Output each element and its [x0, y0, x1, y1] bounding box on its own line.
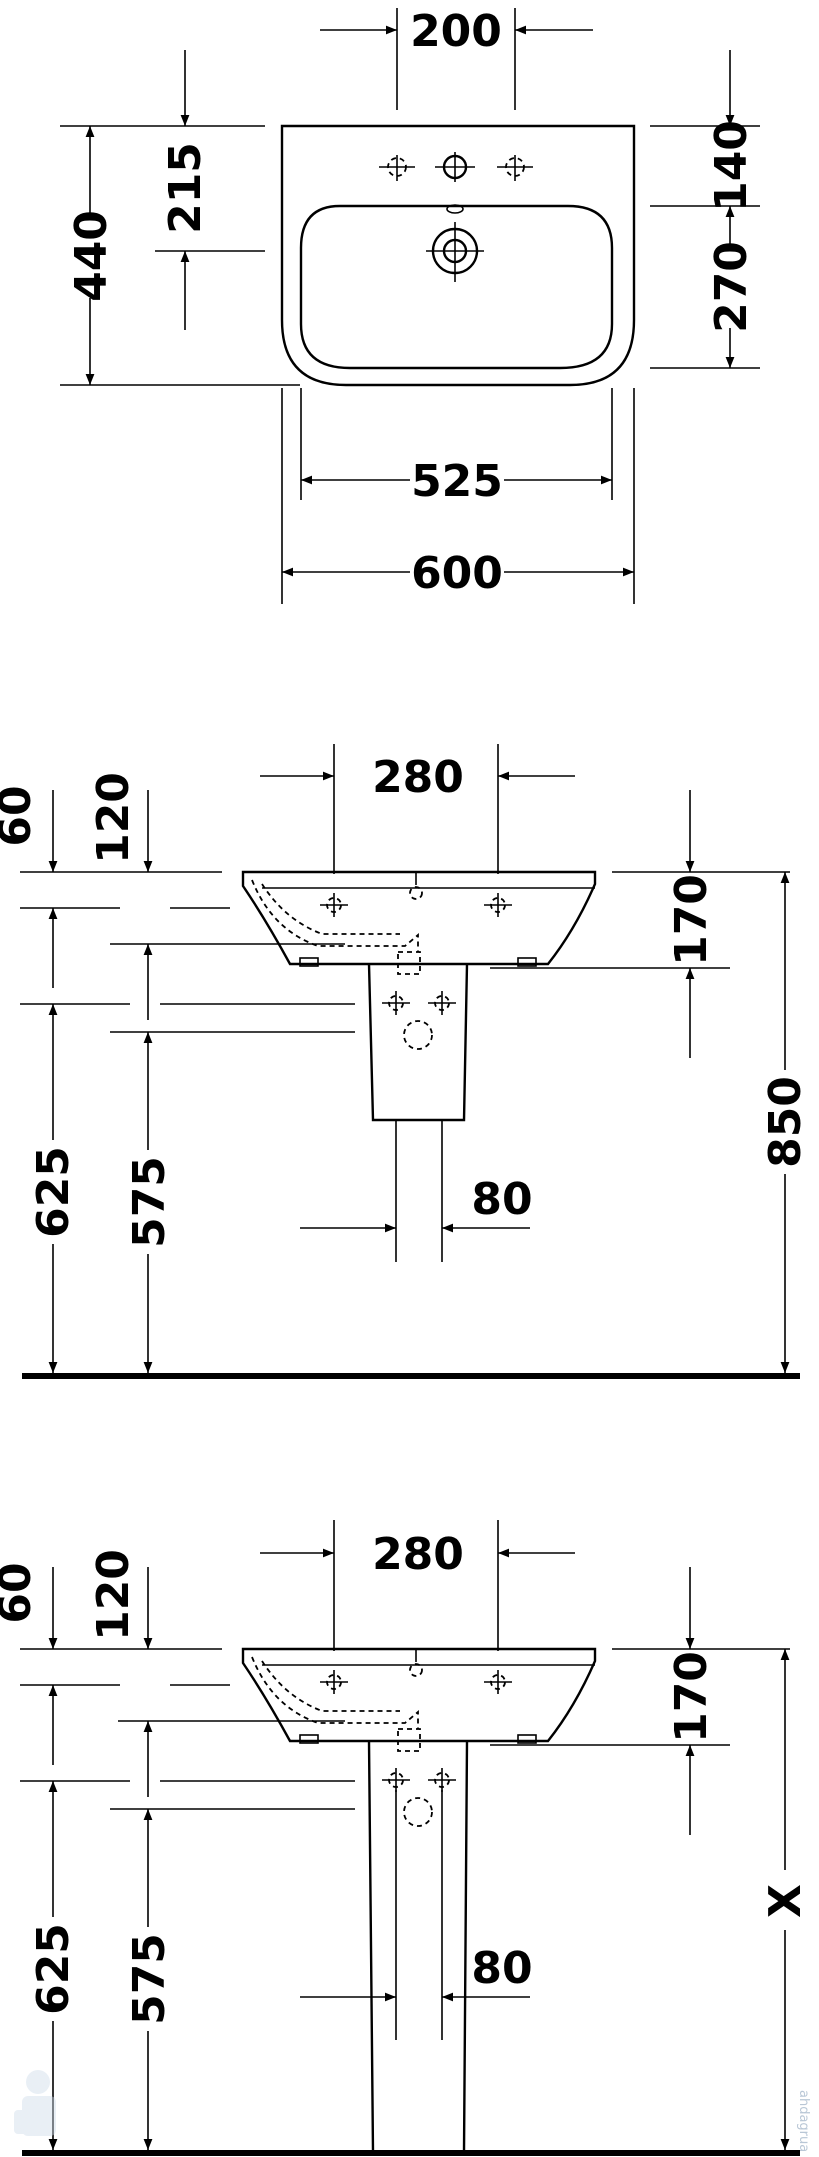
fixing-bolt-right-icon-2 [484, 1670, 512, 1694]
side-view-semi-pedestal: 280 60 120 625 575 [0, 744, 811, 1379]
watermark-logo-icon [14, 2070, 56, 2136]
dim-label-170-a: 170 [666, 874, 717, 966]
dim-tap-spacing: 200 [320, 6, 593, 110]
tap-hole-left-icon [379, 155, 415, 181]
pedestal-fixing-icon-2 [382, 1768, 456, 1827]
dim-label-525: 525 [411, 456, 503, 507]
dim-label-575-a: 575 [124, 1156, 175, 1248]
dim-wall-fix-spacing-1: 280 [260, 744, 575, 874]
tap-hole-center-icon [435, 152, 475, 182]
dim-label-280-a: 280 [372, 752, 464, 803]
dim-label-60-b: 60 [0, 1562, 41, 1623]
fixing-bolt-left-icon [320, 893, 348, 917]
dim-fix-height-575-1: 575 [124, 1032, 175, 1373]
top-view: 200 440 215 140 270 [60, 6, 760, 604]
drain-icon [426, 204, 484, 282]
dim-front-height-1: 170 [490, 790, 790, 1058]
dim-fix-offset-2: 120 [88, 1549, 153, 1797]
dim-label-200: 200 [410, 6, 502, 57]
dim-label-120-a: 120 [88, 772, 139, 864]
side-view-full-pedestal: 280 60 120 625 575 [0, 1520, 811, 2156]
dim-label-625-b: 625 [28, 1923, 79, 2015]
dim-label-170-b: 170 [666, 1651, 717, 1743]
dim-fix-height-625-2: 625 [28, 1781, 79, 2150]
bowl-outline [299, 204, 614, 370]
trap-dashed [251, 879, 419, 952]
dim-label-440: 440 [66, 210, 117, 302]
dim-overall-width: 600 [281, 388, 635, 604]
fixing-bolt-left-icon-2 [320, 1670, 348, 1694]
tap-hole-right-icon [497, 155, 533, 181]
full-pedestal [367, 1740, 469, 2153]
dim-top-offset-1: 60 [0, 785, 58, 988]
fixing-bolt-right-icon [484, 893, 512, 917]
dim-wall-fix-spacing-2: 280 [260, 1520, 575, 1651]
dim-pipe-width-2: 80 [300, 1790, 533, 2040]
dim-label-80-b: 80 [471, 1943, 532, 1994]
dim-fix-height-625-1: 625 [28, 1004, 79, 1373]
basin-side-outline [241, 870, 597, 966]
dim-label-80-a: 80 [471, 1174, 532, 1225]
semi-pedestal [367, 963, 469, 1122]
basin-outer-outline [280, 124, 636, 387]
dim-label-850: 850 [760, 1076, 811, 1168]
watermark-text: ahdagrua [796, 2090, 811, 2152]
dim-label-625-a: 625 [28, 1146, 79, 1238]
basin-side-outline-2 [241, 1647, 597, 1743]
dim-top-offset-2: 60 [0, 1562, 58, 1765]
dim-variable-height: X [760, 1649, 811, 2150]
dim-label-140: 140 [706, 120, 757, 212]
dim-label-x: X [760, 1884, 811, 1918]
dim-label-60-a: 60 [0, 785, 41, 846]
dim-fix-height-575-2: 575 [124, 1809, 175, 2150]
dim-label-270: 270 [706, 241, 757, 333]
dim-pipe-width-1: 80 [300, 1120, 533, 1262]
dim-fix-offset-1: 120 [88, 772, 153, 1020]
dim-overall-height: 850 [760, 872, 811, 1373]
dim-label-215: 215 [160, 142, 211, 234]
dim-bowl-width: 525 [300, 388, 613, 507]
dim-label-600: 600 [411, 548, 503, 599]
dim-front-height-2: 170 [490, 1567, 790, 1835]
dim-label-120-b: 120 [88, 1549, 139, 1641]
dim-label-575-b: 575 [124, 1933, 175, 2025]
pedestal-fixing-icon [382, 991, 456, 1050]
dim-rim-to-tap-and-bowl: 140 270 [650, 50, 760, 369]
dim-tap-to-drain: 215 [155, 50, 265, 330]
dim-label-280-b: 280 [372, 1529, 464, 1580]
dim-outer-depth: 440 [60, 125, 300, 386]
